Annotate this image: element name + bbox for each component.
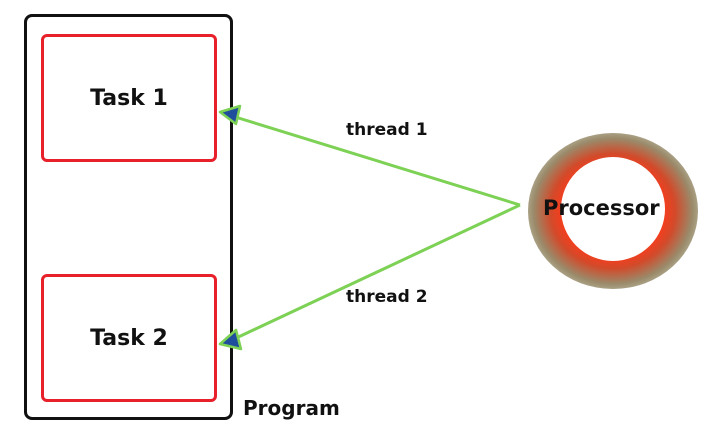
thread-2-line — [231, 203, 521, 342]
thread-1-arrowhead — [218, 104, 242, 126]
thread-1-label: thread 1 — [346, 120, 428, 140]
program-container — [24, 14, 233, 420]
processor-core — [561, 157, 665, 261]
processor-label: Processor — [543, 196, 660, 220]
task-1-box: Task 1 — [41, 34, 217, 162]
task-1-label: Task 1 — [90, 85, 168, 111]
thread-2-label: thread 2 — [346, 287, 428, 307]
thread-1-line — [231, 114, 521, 207]
task-2-label: Task 2 — [90, 325, 168, 351]
task-2-box: Task 2 — [41, 274, 217, 402]
thread-2-arrowhead — [218, 328, 243, 351]
program-label: Program — [243, 396, 340, 420]
